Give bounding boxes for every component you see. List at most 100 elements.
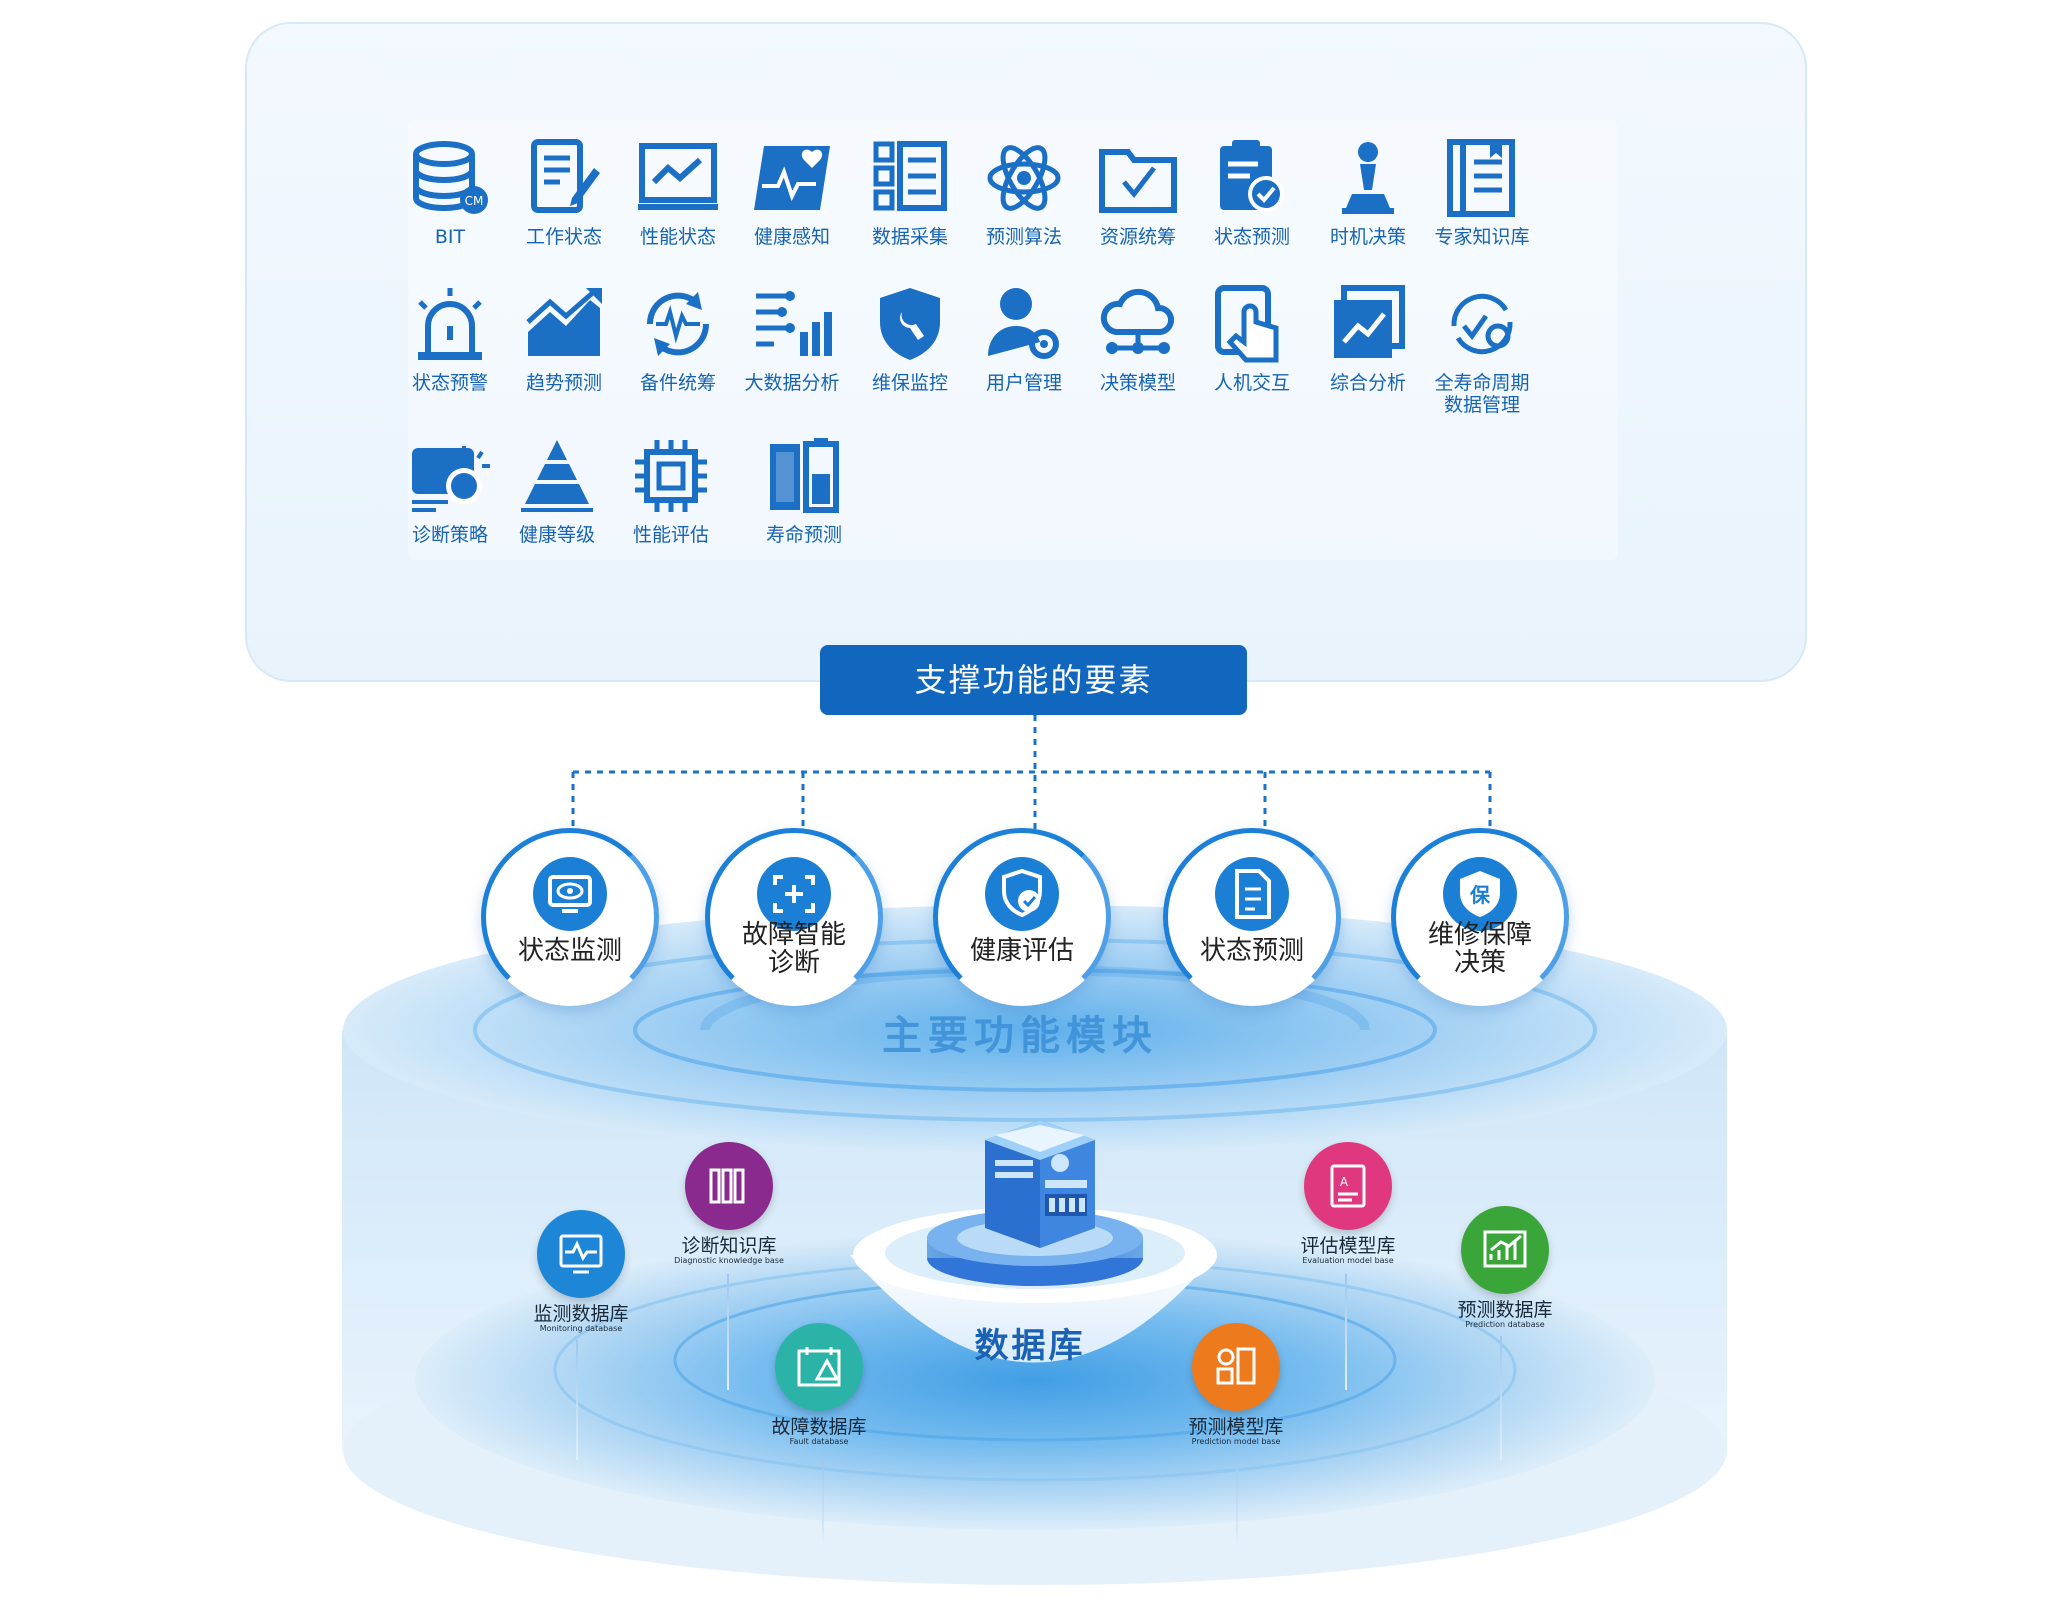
chip-icon [635, 440, 707, 512]
function-item: 用户管理 [966, 282, 1082, 394]
database-item[interactable]: 诊断知识库 Diagnostic knowledge base [609, 1142, 849, 1266]
chess-pawn-icon [1342, 142, 1394, 214]
module-3[interactable]: 健康评估 [933, 828, 1111, 1006]
monitor-chart-icon [638, 143, 718, 210]
database-item[interactable]: 故障数据库 Fault database [699, 1323, 939, 1447]
function-item: 综合分析 [1310, 282, 1426, 394]
function-label: 人机交互 [1213, 372, 1290, 394]
function-label: 趋势预测 [525, 372, 602, 394]
book-icon [1447, 139, 1515, 217]
function-label: 工作状态 [525, 226, 602, 248]
atom-icon [987, 145, 1061, 211]
cycle-wave-icon [646, 292, 710, 356]
analysis-chart-icon [1334, 285, 1405, 358]
function-item: 性能评估 [613, 434, 729, 546]
svg-text:保: 保 [1469, 883, 1491, 907]
function-label: 状态预警 [411, 372, 488, 394]
focus-plus-icon [757, 857, 831, 931]
function-item: 健康等级 [499, 434, 615, 546]
database-name-en: Diagnostic knowledge base [674, 1256, 784, 1265]
function-item: CM BIT [392, 136, 508, 248]
function-item: 趋势预测 [506, 282, 622, 394]
data-list-icon [873, 141, 947, 211]
database-item[interactable]: 预测数据库 Prediction database [1385, 1206, 1625, 1330]
calendar-warning-icon [775, 1323, 863, 1411]
database-stem [576, 1340, 578, 1460]
center-database-label: 数据库 [974, 1326, 1086, 1366]
database-item[interactable]: 监测数据库 Monitoring database [461, 1210, 701, 1334]
module-label: 故障智能 诊断 [741, 920, 846, 978]
eye-monitor-icon [533, 857, 607, 931]
database-name-en: Fault database [789, 1437, 849, 1446]
function-label: 时机决策 [1329, 226, 1406, 248]
database-item[interactable]: A 评估模型库 Evaluation model base [1228, 1142, 1468, 1266]
module-label: 状态监测 [517, 936, 622, 966]
function-label: 综合分析 [1329, 372, 1406, 394]
function-label: 大数据分析 [744, 372, 840, 394]
cloud-network-icon [1100, 288, 1174, 354]
function-label: 专家知识库 [1434, 226, 1530, 248]
model-blocks-icon [1192, 1323, 1280, 1411]
database-name: 监测数据库 [533, 1303, 629, 1325]
function-item: 全寿命周期 数据管理 [1424, 282, 1540, 416]
function-label: 维保监控 [871, 372, 948, 394]
function-label: 诊断策略 [411, 524, 488, 546]
support-elements-header: 支撑功能的要素 [820, 645, 1247, 715]
database-item[interactable]: 预测模型库 Prediction model base [1116, 1323, 1356, 1447]
module-label: 维修保障 决策 [1427, 920, 1532, 978]
document-edit-icon [531, 139, 600, 213]
function-item: 决策模型 [1080, 282, 1196, 394]
module-1[interactable]: 状态监测 [481, 828, 659, 1006]
heart-pulse-icon [754, 146, 830, 210]
function-label: 数据采集 [871, 226, 948, 248]
module-label: 状态预测 [1199, 936, 1304, 966]
function-label: 资源统筹 [1099, 226, 1176, 248]
alarm-icon [418, 288, 482, 360]
function-item: 状态预测 [1194, 136, 1310, 248]
function-item: 备件统筹 [620, 282, 736, 394]
database-stem [1236, 1460, 1238, 1545]
module-5[interactable]: 保 维修保障 决策 [1391, 828, 1569, 1006]
function-label: 预测算法 [985, 226, 1062, 248]
database-cm-icon: CM [413, 141, 488, 214]
bulb-strategy-icon [412, 446, 490, 512]
function-item: 寿命预测 [746, 434, 862, 546]
database-name: 预测数据库 [1457, 1299, 1553, 1321]
user-gear-icon [988, 288, 1059, 359]
monitor-wave-icon [537, 1210, 625, 1298]
folder-check-icon [1099, 149, 1177, 213]
module-4[interactable]: 状态预测 [1163, 828, 1341, 1006]
function-item: 人机交互 [1194, 282, 1310, 394]
database-stem [1500, 1336, 1502, 1460]
bigdata-icon [756, 291, 832, 356]
function-item: 资源统筹 [1080, 136, 1196, 248]
database-name-en: Prediction database [1465, 1320, 1545, 1329]
function-label: 健康等级 [518, 524, 595, 546]
function-label: 全寿命周期 数据管理 [1434, 372, 1530, 416]
database-name-en: Evaluation model base [1302, 1256, 1394, 1265]
touch-hand-icon [1215, 285, 1279, 363]
books-icon [685, 1142, 773, 1230]
function-label: 用户管理 [985, 372, 1062, 394]
database-stem [1345, 1274, 1347, 1390]
function-label: 性能评估 [632, 524, 709, 546]
function-item: 时机决策 [1310, 136, 1426, 248]
function-label: 性能状态 [639, 226, 716, 248]
pyramid-icon [521, 440, 593, 512]
shield-wrench-icon [880, 288, 940, 360]
function-label: 备件统筹 [639, 372, 716, 394]
database-stem [822, 1460, 824, 1545]
trend-up-icon [526, 288, 602, 356]
database-name-en: Prediction model base [1191, 1437, 1281, 1446]
database-name: 诊断知识库 [681, 1235, 777, 1257]
function-item: 状态预警 [392, 282, 508, 394]
function-item: 维保监控 [852, 282, 968, 394]
module-2[interactable]: 故障智能 诊断 [705, 828, 883, 1006]
function-item: 预测算法 [966, 136, 1082, 248]
shield-check-icon [985, 857, 1059, 931]
function-item: 性能状态 [620, 136, 736, 248]
database-name: 故障数据库 [771, 1416, 867, 1438]
function-item: 数据采集 [852, 136, 968, 248]
main-modules-title: 主要功能模块 [882, 1013, 1158, 1059]
clipboard-check-icon [1220, 140, 1284, 212]
